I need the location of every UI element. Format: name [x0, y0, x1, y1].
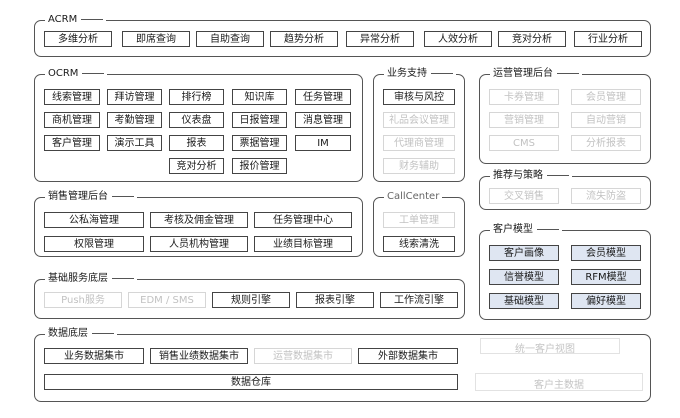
svc-push[interactable]: Push服务: [44, 292, 122, 308]
ocrm-task[interactable]: 任务管理: [295, 89, 351, 105]
svc-rule-engine[interactable]: 规则引擎: [212, 292, 290, 308]
ops-member[interactable]: 会员管理: [571, 89, 641, 105]
ocrm-competitor[interactable]: 竞对分析: [169, 158, 224, 174]
rec-churn[interactable]: 流失防盗: [571, 188, 641, 204]
data-layer-title: 数据底层: [45, 327, 117, 341]
cm-portrait[interactable]: 客户画像: [489, 245, 559, 261]
sales-personnel[interactable]: 人员机构管理: [150, 236, 248, 252]
customer-master-data: 客户主数据: [534, 380, 584, 391]
cm-rfm[interactable]: RFM模型: [571, 269, 641, 285]
bs-gift-meeting[interactable]: 礼品会议管理: [383, 112, 455, 128]
ops-cms[interactable]: CMS: [489, 135, 559, 151]
ocrm-visit[interactable]: 拜访管理: [107, 89, 162, 105]
cc-workorder[interactable]: 工单管理: [383, 212, 455, 228]
sales-task-center[interactable]: 任务管理中心: [254, 212, 352, 228]
sales-pool[interactable]: 公私海管理: [44, 212, 144, 228]
ops-backend-title: 运营管理后台: [490, 67, 582, 81]
sales-permission[interactable]: 权限管理: [44, 236, 144, 252]
cm-basic[interactable]: 基础模型: [489, 293, 559, 309]
dl-ops-mart[interactable]: 运营数据集市: [254, 348, 352, 364]
sales-commission[interactable]: 考核及佣金管理: [150, 212, 248, 228]
ocrm-im[interactable]: IM: [295, 135, 351, 151]
ocrm-customer[interactable]: 客户管理: [44, 135, 100, 151]
ops-marketing[interactable]: 营销管理: [489, 112, 559, 128]
ops-analytics[interactable]: 分析报表: [571, 135, 641, 151]
sales-backend-title: 销售管理后台: [45, 190, 137, 204]
ocrm-dashboard[interactable]: 仪表盘: [169, 112, 224, 128]
customer-master-outline: [475, 373, 643, 391]
svc-report-engine[interactable]: 报表引擎: [296, 292, 374, 308]
bs-agent[interactable]: 代理商管理: [383, 135, 455, 151]
ops-auto-marketing[interactable]: 自动营销: [571, 112, 641, 128]
ocrm-attendance[interactable]: 考勤管理: [107, 112, 162, 128]
cm-preference[interactable]: 偏好模型: [571, 293, 641, 309]
business-support-title: 业务支持: [384, 67, 456, 81]
rec-cross-sell[interactable]: 交叉销售: [489, 188, 559, 204]
base-service-title: 基础服务底层: [45, 272, 137, 286]
ocrm-quote[interactable]: 报价管理: [232, 158, 287, 174]
acrm-title: ACRM: [45, 13, 107, 27]
ocrm-report[interactable]: 报表: [169, 135, 224, 151]
cm-credit[interactable]: 信誉模型: [489, 269, 559, 285]
ocrm-daily-report[interactable]: 日报管理: [232, 112, 287, 128]
dl-warehouse[interactable]: 数据仓库: [44, 374, 458, 390]
ocrm-opportunity[interactable]: 商机管理: [44, 112, 100, 128]
ocrm-ranking[interactable]: 排行榜: [169, 89, 224, 105]
acrm-selfquery[interactable]: 自助查询: [196, 31, 264, 47]
unified-customer-view: 统一客户视图: [515, 344, 575, 355]
cc-lead-cleaning[interactable]: 线索清洗: [383, 236, 455, 252]
ops-coupon[interactable]: 卡券管理: [489, 89, 559, 105]
unified-view-outline: [480, 338, 620, 354]
ocrm-demo-tool[interactable]: 演示工具: [107, 135, 162, 151]
acrm-efficiency[interactable]: 人效分析: [424, 31, 492, 47]
cm-member[interactable]: 会员模型: [571, 245, 641, 261]
acrm-industry[interactable]: 行业分析: [574, 31, 642, 47]
customer-model-title: 客户模型: [490, 223, 562, 237]
bs-finance[interactable]: 财务辅助: [383, 158, 455, 174]
recommend-title: 推荐与策略: [490, 169, 572, 183]
ocrm-title: OCRM: [45, 67, 108, 81]
callcenter-title: CallCenter: [384, 190, 443, 204]
svc-workflow-engine[interactable]: 工作流引擎: [380, 292, 458, 308]
ocrm-knowledge[interactable]: 知识库: [232, 89, 287, 105]
ocrm-invoice[interactable]: 票据管理: [232, 135, 287, 151]
acrm-competitor[interactable]: 竞对分析: [498, 31, 566, 47]
ocrm-lead[interactable]: 线索管理: [44, 89, 100, 105]
svc-edm-sms[interactable]: EDM / SMS: [128, 292, 206, 308]
ocrm-message[interactable]: 消息管理: [295, 112, 351, 128]
bs-audit-risk[interactable]: 审核与风控: [383, 89, 455, 105]
dl-external-mart[interactable]: 外部数据集市: [358, 348, 458, 364]
sales-target[interactable]: 业绩目标管理: [254, 236, 352, 252]
acrm-anomaly[interactable]: 异常分析: [346, 31, 414, 47]
acrm-trend[interactable]: 趋势分析: [270, 31, 338, 47]
acrm-multidim[interactable]: 多维分析: [44, 31, 112, 47]
dl-sales-mart[interactable]: 销售业绩数据集市: [150, 348, 248, 364]
dl-business-mart[interactable]: 业务数据集市: [44, 348, 144, 364]
acrm-adhoc[interactable]: 即席查询: [122, 31, 190, 47]
